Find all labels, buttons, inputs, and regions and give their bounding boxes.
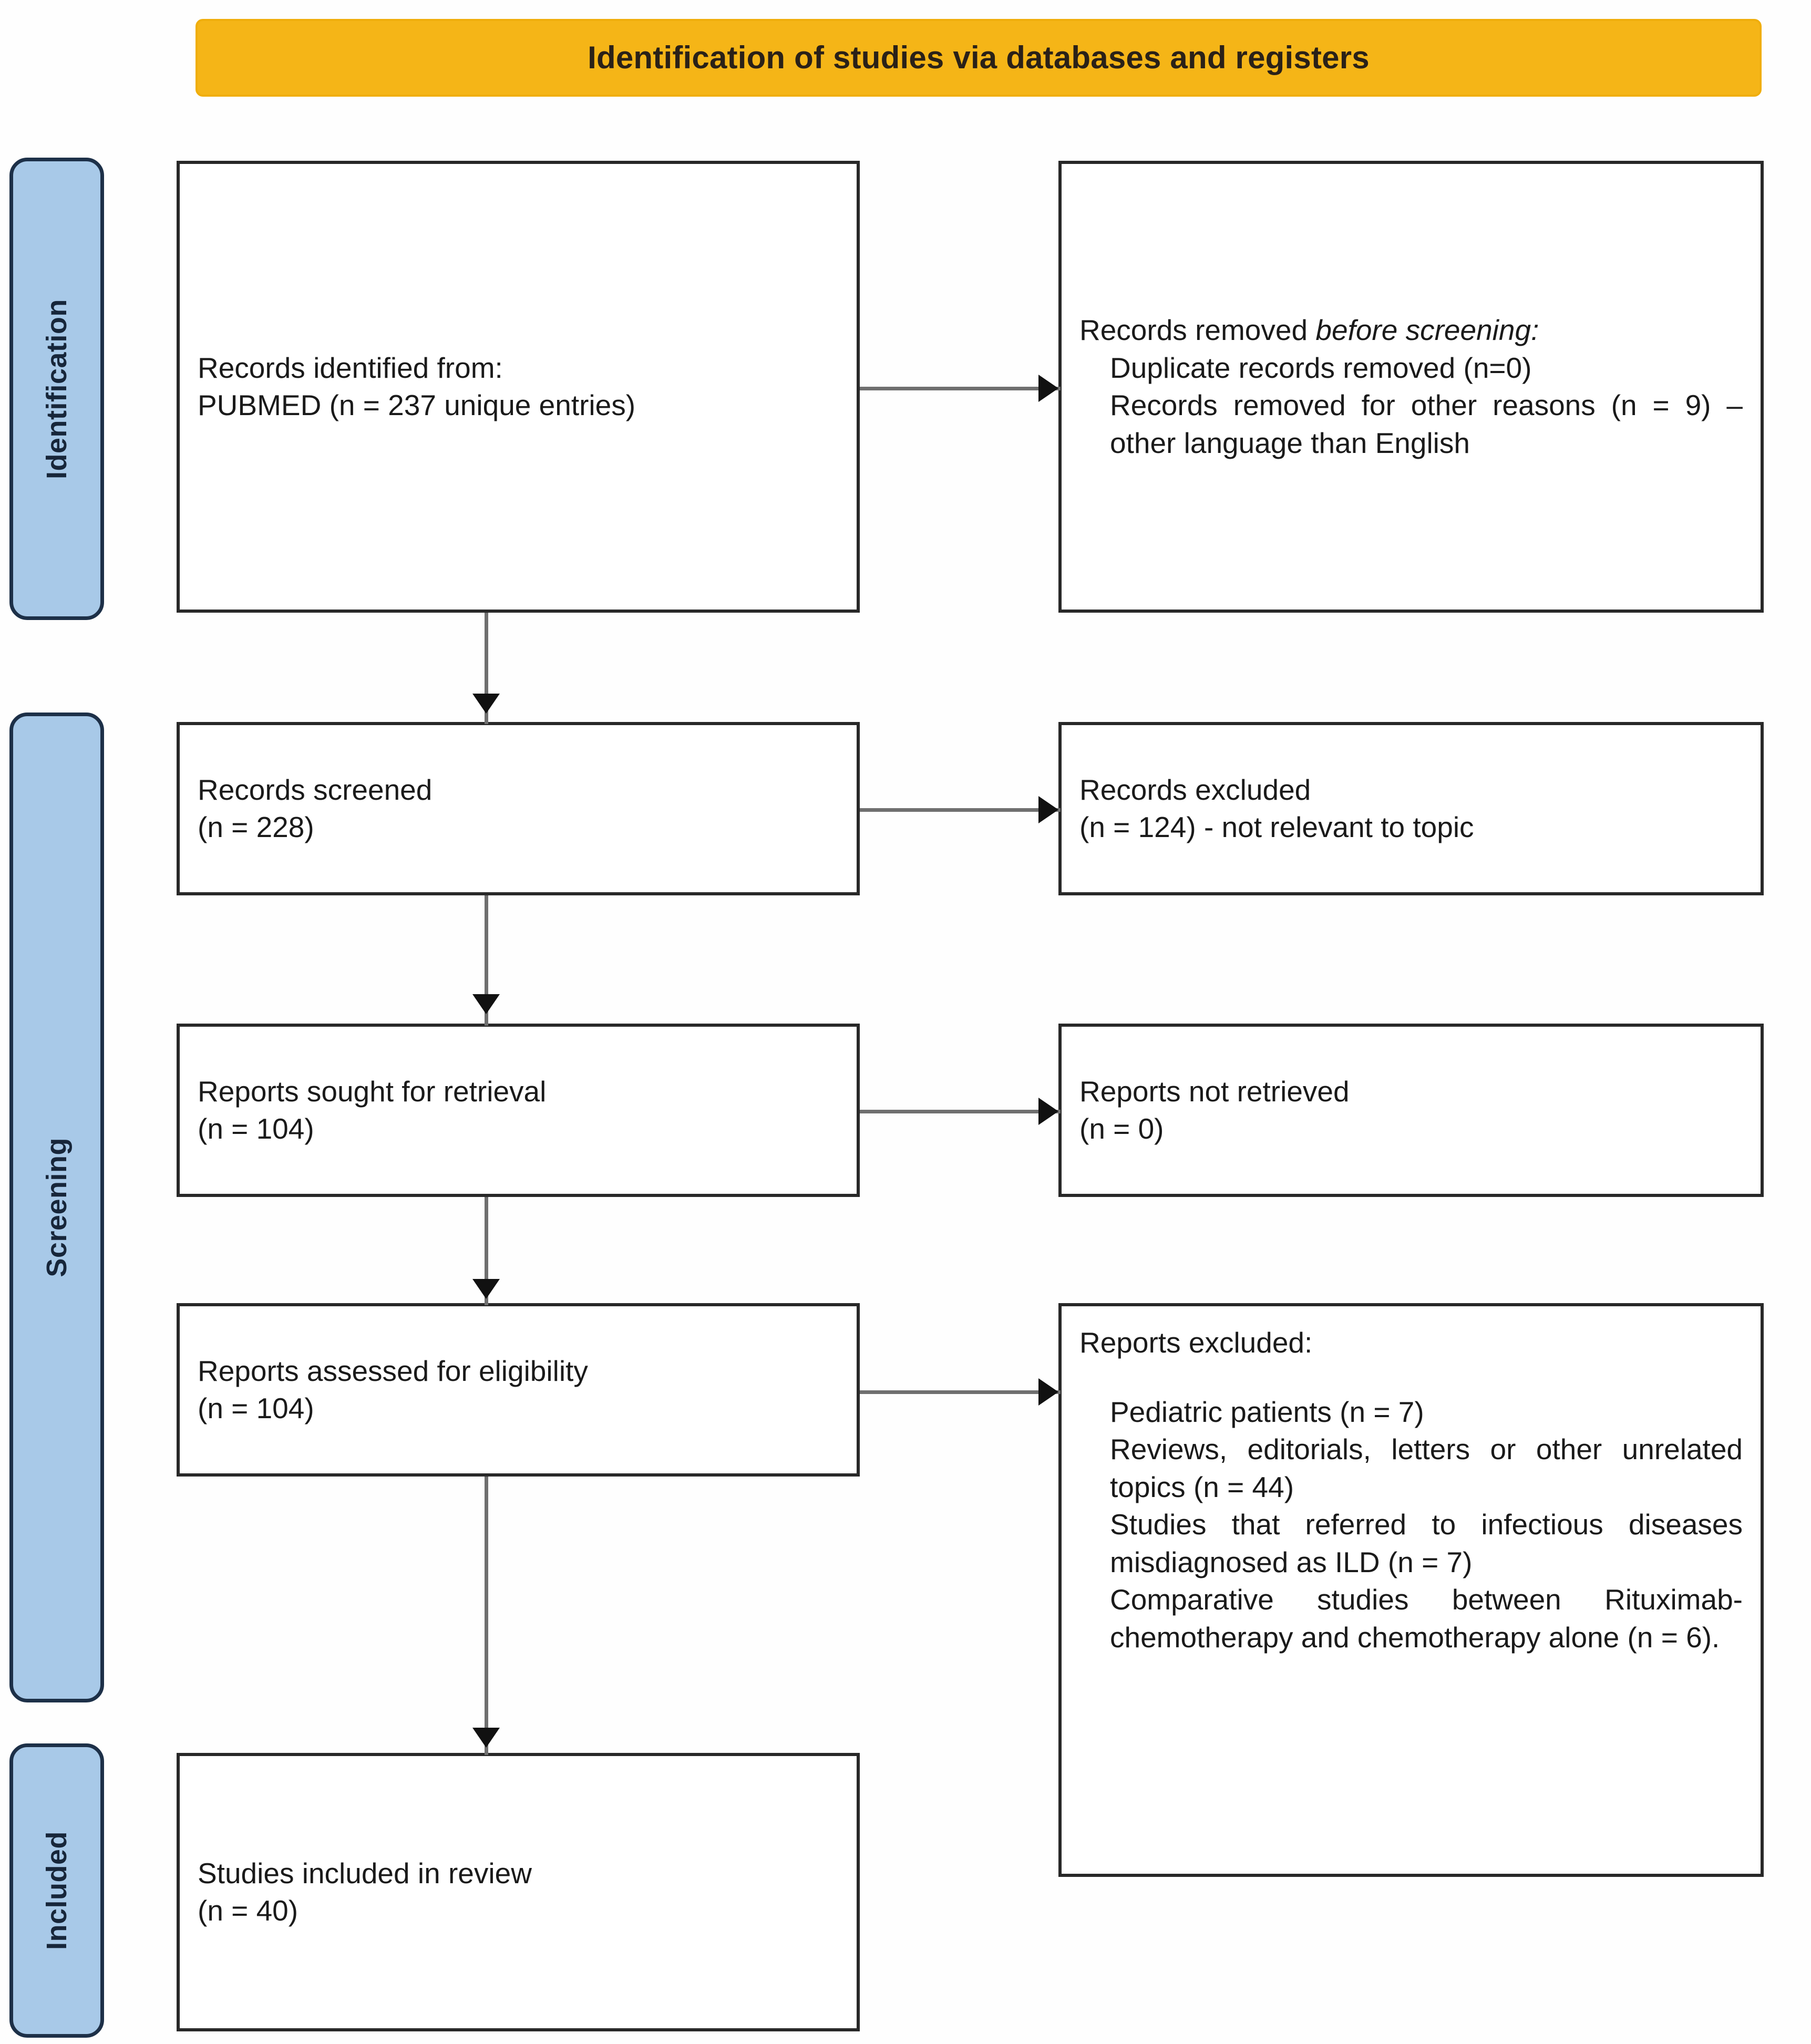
records-removed-heading: Records removed before screening: [1079, 312, 1743, 349]
reports-sought-line2: (n = 104) [198, 1112, 314, 1145]
studies-included-line1: Studies included in review [198, 1856, 532, 1890]
reports-assessed-line2: (n = 104) [198, 1392, 314, 1424]
studies-included-line2: (n = 40) [198, 1894, 299, 1927]
connector-screened-to-excluded [860, 808, 1061, 812]
connector-sought-to-not-retrieved [860, 1110, 1061, 1113]
stage-label-included-text: Included [41, 1831, 73, 1950]
reports-assessed-line1: Reports assessed for eligibility [198, 1354, 588, 1387]
box-records-excluded: Records excluded (n = 124) - not relevan… [1058, 722, 1764, 895]
arrowhead-right-3-icon [1038, 1098, 1058, 1125]
connector-identified-to-removed [860, 387, 1061, 390]
connector-screened-to-sought [485, 895, 488, 1026]
reports-sought-line1: Reports sought for retrieval [198, 1075, 547, 1108]
arrowhead-right-1-icon [1038, 375, 1058, 402]
arrowhead-right-2-icon [1038, 796, 1058, 823]
records-excluded-line2: (n = 124) - not relevant to topic [1079, 811, 1474, 843]
reports-not-retrieved-line1: Reports not retrieved [1079, 1075, 1350, 1108]
diagram-header-banner: Identification of studies via databases … [195, 19, 1762, 97]
diagram-title: Identification of studies via databases … [588, 40, 1370, 75]
connector-sought-to-assessed [485, 1197, 488, 1305]
arrowhead-down-1-icon [472, 694, 500, 714]
records-identified-line2: PUBMED (n = 237 unique entries) [198, 389, 636, 421]
arrowhead-down-3-icon [472, 1279, 500, 1299]
stage-label-identification-text: Identification [41, 298, 73, 479]
records-identified-line1: Records identified from: [198, 351, 503, 384]
records-screened-line1: Records screened [198, 773, 433, 806]
reports-excluded-heading: Reports excluded: [1079, 1326, 1313, 1359]
arrowhead-down-4-icon [472, 1728, 500, 1748]
stage-label-screening-text: Screening [41, 1138, 73, 1277]
box-records-removed-before-screening: Records removed before screening: Duplic… [1058, 161, 1764, 613]
connector-assessed-to-included [485, 1477, 488, 1755]
stage-label-identification: Identification [9, 158, 104, 620]
records-removed-heading-normal: Records removed [1079, 314, 1316, 346]
records-removed-item-other-reasons: Records removed for other reasons (n = 9… [1110, 389, 1743, 459]
records-removed-item-duplicates: Duplicate records removed (n=0) [1110, 351, 1532, 384]
reports-excluded-item-pediatric: Pediatric patients (n = 7) [1110, 1395, 1424, 1428]
stage-label-included: Included [9, 1743, 104, 2038]
arrowhead-right-4-icon [1038, 1378, 1058, 1406]
connector-assessed-to-reports-excluded [860, 1390, 1061, 1394]
reports-excluded-spacer [1079, 1362, 1743, 1393]
records-removed-heading-colon: : [1531, 314, 1539, 346]
box-reports-assessed: Reports assessed for eligibility (n = 10… [177, 1303, 860, 1477]
reports-excluded-item-comparative: Comparative studies between Rituximab-ch… [1110, 1583, 1743, 1654]
reports-excluded-item-reviews: Reviews, editorials, letters or other un… [1110, 1433, 1743, 1503]
box-reports-not-retrieved: Reports not retrieved (n = 0) [1058, 1024, 1764, 1197]
box-studies-included: Studies included in review (n = 40) [177, 1753, 860, 2031]
connector-identified-to-screened [485, 613, 488, 724]
records-excluded-line1: Records excluded [1079, 773, 1311, 806]
box-records-identified: Records identified from: PUBMED (n = 237… [177, 161, 860, 613]
reports-excluded-item-infectious: Studies that referred to infectious dise… [1110, 1508, 1743, 1578]
arrowhead-down-2-icon [472, 994, 500, 1014]
box-records-screened: Records screened (n = 228) [177, 722, 860, 895]
records-screened-line2: (n = 228) [198, 811, 314, 843]
box-reports-sought: Reports sought for retrieval (n = 104) [177, 1024, 860, 1197]
reports-not-retrieved-line2: (n = 0) [1079, 1112, 1164, 1145]
stage-label-screening: Screening [9, 713, 104, 1702]
records-removed-heading-italic: before screening [1315, 314, 1531, 346]
box-reports-excluded: Reports excluded: Pediatric patients (n … [1058, 1303, 1764, 1877]
